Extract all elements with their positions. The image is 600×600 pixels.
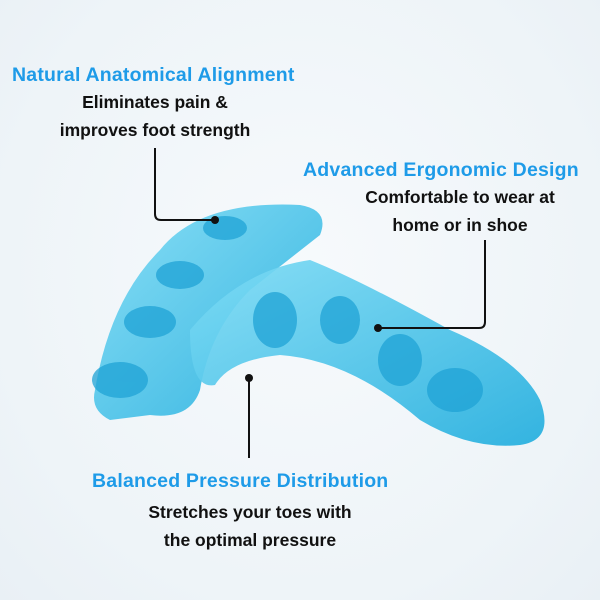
desc-line: the optimal pressure — [163, 530, 337, 550]
desc-line: Stretches your toes with — [148, 502, 352, 522]
callout-desc-pressure: Stretches your toes with the optimal pre… — [120, 498, 380, 554]
callout-title-alignment: Natural Anatomical Alignment — [12, 64, 295, 86]
desc-line: Eliminates pain & — [82, 92, 228, 112]
callout-desc-ergonomic: Comfortable to wear at home or in shoe — [340, 183, 580, 239]
desc-line: improves foot strength — [59, 120, 251, 140]
callout-desc-alignment: Eliminates pain & improves foot strength — [35, 88, 275, 144]
desc-line: Comfortable to wear at — [365, 187, 555, 207]
desc-line: home or in shoe — [392, 215, 528, 235]
callout-lines — [154, 148, 486, 458]
callout-title-ergonomic: Advanced Ergonomic Design — [303, 159, 579, 181]
callout-title-pressure: Balanced Pressure Distribution — [92, 470, 389, 492]
